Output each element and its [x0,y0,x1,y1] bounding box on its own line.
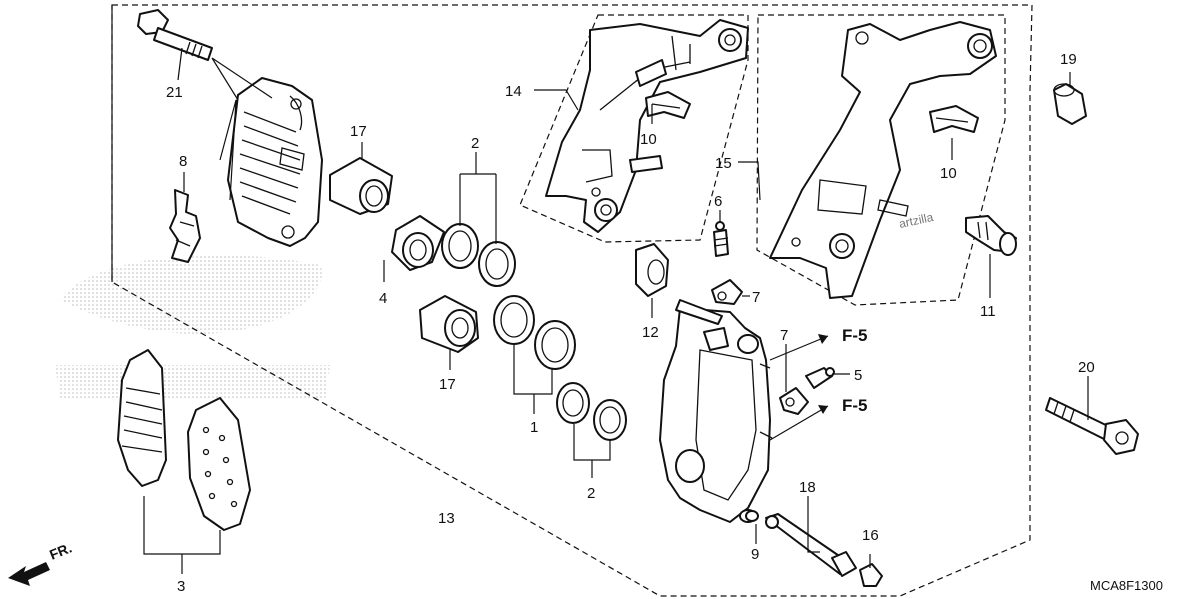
watermark-text: artzilla [898,210,935,231]
callout-17-upper: 17 [350,123,367,140]
front-label: FR. [47,539,74,562]
bracket-outline-15 [756,14,1006,306]
plug-16 [859,563,883,587]
bracket-outline-14 [519,14,749,243]
arrow-to-f5-lower [769,405,829,441]
callout-11: 11 [980,303,996,320]
bolt-20 [1045,397,1139,455]
bleeder-cap-7-lower [779,387,809,415]
bleeder-cap-7-upper [711,279,743,305]
pad-retainer-10-lower [929,105,979,133]
collar-19 [1053,83,1087,125]
sleeve-17-upper [329,157,393,215]
bleeder-valve-6 [713,221,729,257]
sleeve-17-lower [419,295,479,353]
callout-labels: 21 8 17 4 17 2 1 2 14 10 6 7 12 15 10 11… [47,51,1163,595]
callout-13: 13 [438,510,455,527]
diagram-code: MCA8F1300 [1090,578,1163,593]
bleeder-valve-5 [805,367,835,389]
pad-retainer-10-upper [645,91,691,119]
seal-set-1 [493,295,576,370]
brake-pad-3-inner [117,349,167,487]
callout-10-upper: 10 [640,131,657,148]
seal-set-2-upper [441,223,516,287]
banjo-bolt-11 [965,215,1017,256]
callout-7-lower: 7 [780,327,788,344]
callout-3: 3 [177,578,185,595]
callout-16: 16 [862,527,879,544]
arrow-to-f5-upper [769,334,829,361]
callout-5: 5 [854,367,862,384]
caliper-bracket-14 [545,19,749,233]
pin-18 [765,513,857,577]
seal-set-2-lower [556,382,627,441]
caliper-bracket-15 [769,21,997,299]
callout-18: 18 [799,479,816,496]
washer-9 [745,510,759,522]
callout-21: 21 [166,84,183,101]
callout-7-upper: 7 [752,289,760,306]
callout-14: 14 [505,83,522,100]
caliper-cover [227,77,323,247]
callout-8: 8 [179,153,187,170]
leader-lines [111,5,1089,574]
callout-6: 6 [714,193,722,210]
ref-f5-upper: F-5 [842,326,868,345]
ref-f5-lower: F-5 [842,396,868,415]
callout-20: 20 [1078,359,1095,376]
callout-17-lower: 17 [439,376,456,393]
bolt-21 [137,9,213,61]
callout-9: 9 [751,546,759,563]
callout-15: 15 [715,155,732,172]
assembly-outline-13 [111,4,1033,597]
callout-2-lower: 2 [587,485,595,502]
sleeve-4 [391,215,445,271]
brake-pad-3-outer [187,397,251,531]
callout-19: 19 [1060,51,1077,68]
callout-12: 12 [642,324,659,341]
callout-2-upper: 2 [471,135,479,152]
pad-spring-8 [169,189,201,263]
caliper-body [659,299,773,523]
callout-1: 1 [530,419,538,436]
front-arrow-icon [8,562,50,586]
callout-4: 4 [379,290,387,307]
plug-12 [635,243,669,297]
callout-10-lower: 10 [940,165,957,182]
